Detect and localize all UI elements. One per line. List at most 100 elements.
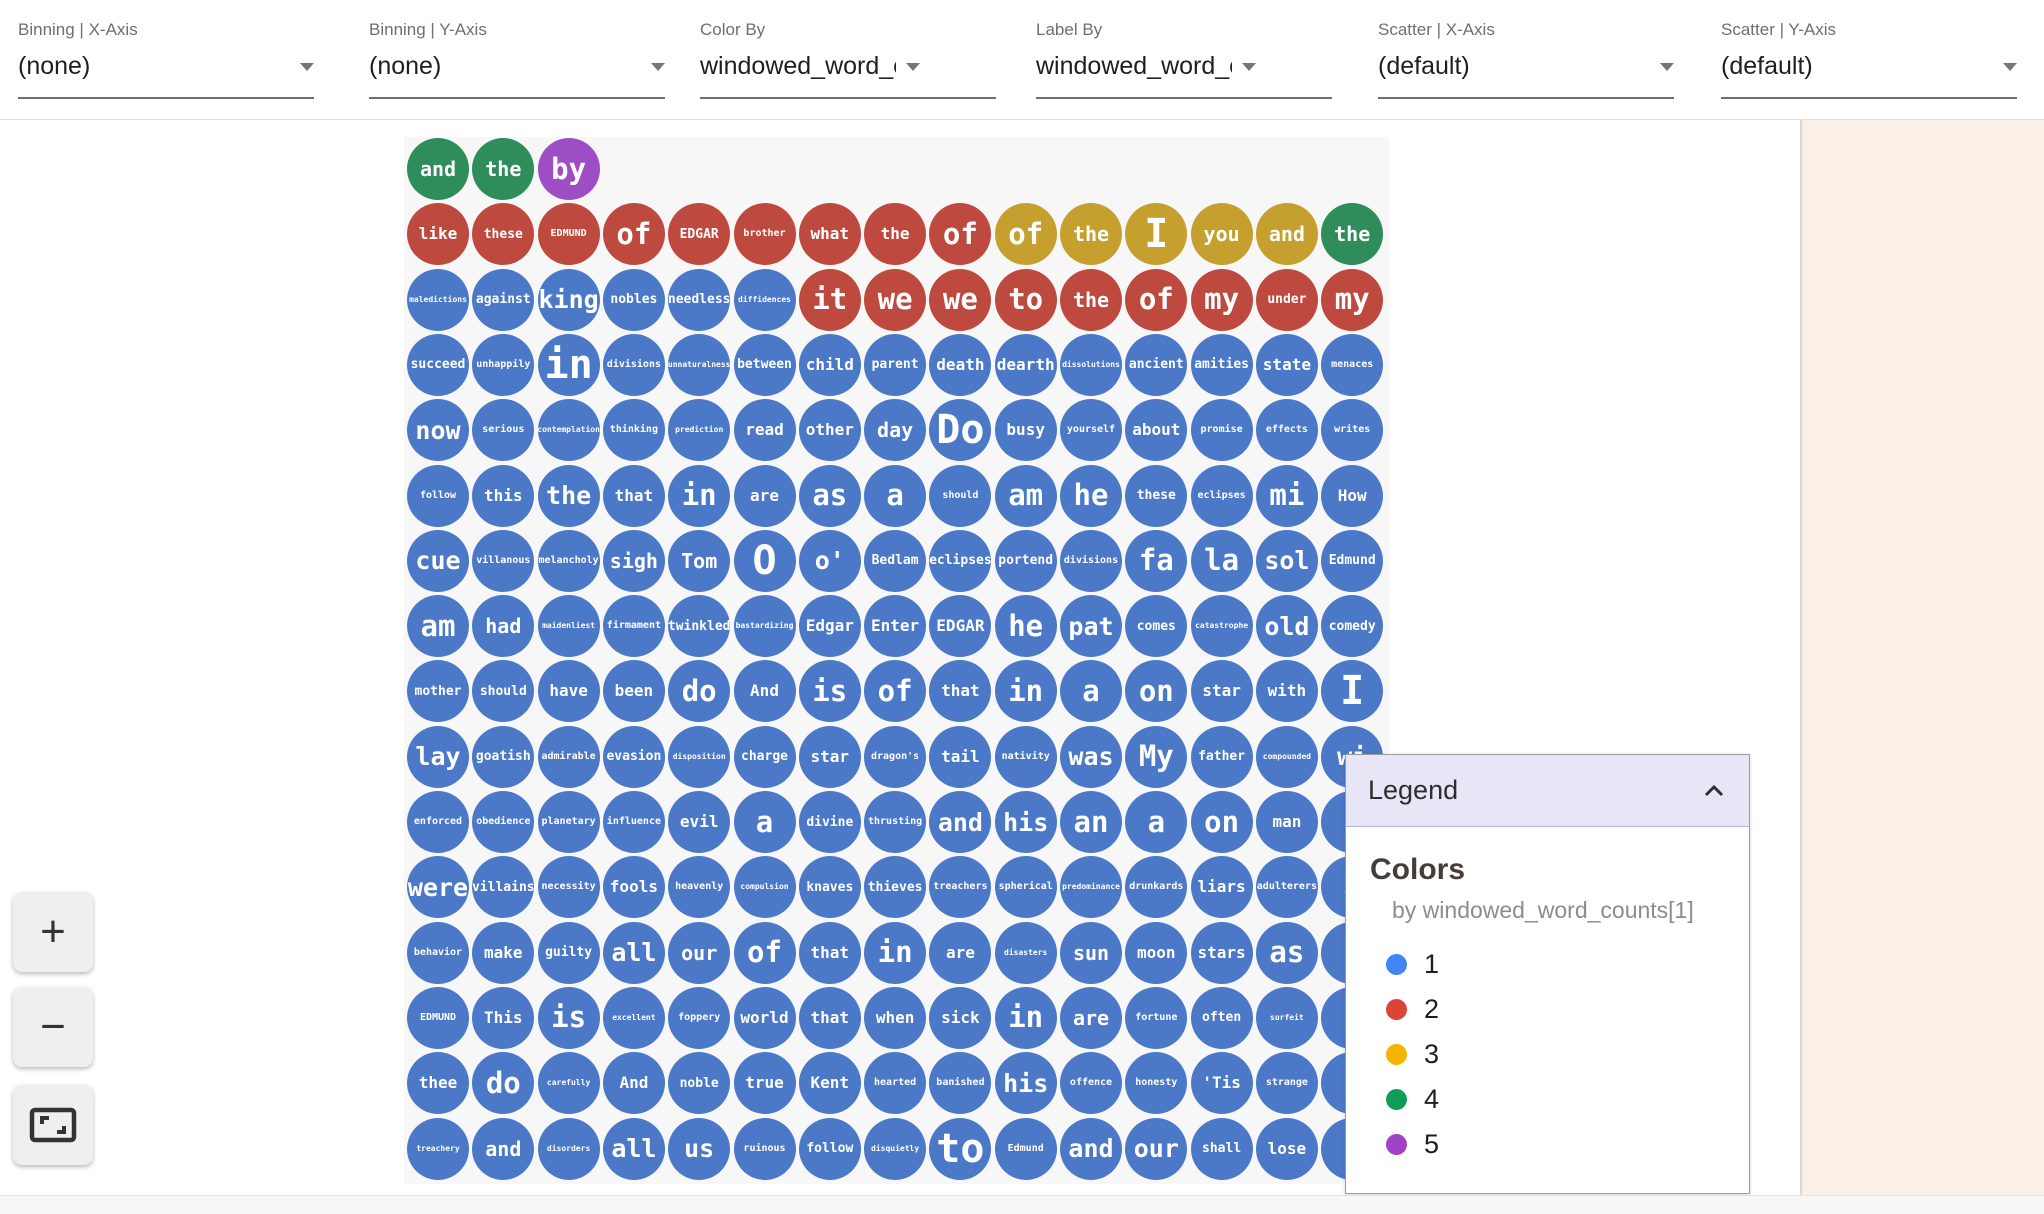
word-bubble[interactable]: ruinous [733,1117,796,1180]
word-bubble[interactable]: EDGAR [929,595,992,658]
word-bubble[interactable]: unhappily [472,333,535,396]
dropdown-scatter-y-axis[interactable]: Scatter | Y-Axis (default) [1721,0,2017,119]
word-bubble[interactable]: serious [472,399,535,462]
word-bubble[interactable]: adulterers [1255,856,1318,919]
word-bubble[interactable]: on [1190,791,1253,853]
word-bubble[interactable]: father [1190,725,1253,788]
word-bubble[interactable]: now [407,399,469,462]
word-bubble[interactable]: my [1321,268,1384,331]
word-bubble[interactable]: been [602,660,665,723]
word-bubble[interactable]: surfeit [1255,986,1318,1049]
word-bubble[interactable]: pat [1060,595,1122,658]
word-bubble[interactable]: and [929,791,992,853]
word-bubble[interactable]: thrusting [864,791,927,853]
word-bubble[interactable]: of [1125,268,1188,331]
word-bubble[interactable]: And [602,1052,665,1115]
word-bubble[interactable]: in [994,986,1057,1049]
word-bubble[interactable]: compulsion [733,856,796,919]
word-bubble[interactable]: true [733,1052,796,1115]
word-bubble[interactable]: promise [1190,399,1253,462]
word-bubble[interactable]: that [602,464,665,527]
word-bubble[interactable]: evil [668,791,731,853]
word-bubble[interactable]: are [733,464,796,527]
word-bubble[interactable]: star [1190,660,1253,723]
word-bubble[interactable]: and [472,1117,535,1180]
word-bubble[interactable]: state [1255,333,1318,396]
word-bubble[interactable]: treachers [929,856,992,919]
word-bubble[interactable]: our [1125,1117,1188,1180]
word-bubble[interactable]: that [929,660,992,723]
word-bubble[interactable]: and [407,138,469,200]
word-bubble[interactable]: all [602,1117,665,1180]
word-bubble[interactable]: maledictions [407,268,469,331]
word-bubble[interactable]: is [537,986,600,1049]
word-bubble[interactable]: menaces [1321,333,1384,396]
word-bubble[interactable]: heavenly [668,856,731,919]
word-bubble[interactable]: do [668,660,731,723]
word-bubble[interactable]: lay [407,725,469,788]
word-bubble[interactable]: diffidences [733,268,796,331]
word-bubble[interactable]: foppery [668,986,731,1049]
word-bubble[interactable]: man [1255,791,1318,853]
dropdown-binning-y-axis[interactable]: Binning | Y-Axis (none) [369,0,665,119]
word-bubble[interactable]: are [929,921,992,984]
word-bubble[interactable]: we [864,268,927,331]
word-bubble[interactable]: evasion [602,725,665,788]
word-bubble[interactable]: firmament [602,595,665,658]
word-bubble[interactable]: thieves [864,856,927,919]
word-bubble[interactable]: drunkards [1125,856,1188,919]
word-bubble[interactable]: a [1125,791,1188,853]
word-bubble[interactable]: were [407,856,469,919]
word-bubble[interactable]: these [472,203,535,266]
word-bubble[interactable]: his [994,791,1057,853]
word-bubble[interactable]: of [864,660,927,723]
word-bubble[interactable]: villanous [472,529,535,592]
zoom-out-button[interactable]: − [13,987,93,1067]
word-bubble[interactable]: nobles [602,268,665,331]
word-bubble[interactable]: on [1125,660,1188,723]
word-bubble[interactable]: king [537,268,600,331]
word-bubble[interactable]: sun [1060,921,1122,984]
word-bubble[interactable]: treachery [407,1117,469,1180]
word-bubble[interactable]: maidenliest [537,595,600,658]
word-bubble[interactable]: of [733,921,796,984]
word-bubble[interactable]: should [472,660,535,723]
word-bubble[interactable]: catastrophe [1190,595,1253,658]
chevron-down-icon[interactable] [906,62,920,71]
word-bubble[interactable]: all [602,921,665,984]
dropdown-label-by[interactable]: Label By windowed_word_c [1036,0,1332,119]
word-bubble[interactable]: comedy [1321,595,1384,658]
word-bubble[interactable]: old [1255,595,1318,658]
chevron-down-icon[interactable] [651,62,665,71]
word-bubble[interactable]: Edmund [1321,529,1384,592]
word-bubble[interactable]: in [537,333,600,396]
word-bubble[interactable]: with [1255,660,1318,723]
word-bubble[interactable]: he [994,595,1057,658]
word-bubble[interactable]: Do [929,399,992,462]
word-bubble[interactable]: a [1060,660,1122,723]
word-bubble[interactable]: my [1190,268,1253,331]
word-bubble[interactable]: How [1321,464,1384,527]
word-bubble[interactable]: portend [994,529,1057,592]
word-bubble[interactable]: he [1060,464,1122,527]
word-bubble[interactable]: parent [864,333,927,396]
word-bubble[interactable]: that [798,921,861,984]
word-bubble[interactable]: against [472,268,535,331]
word-bubble[interactable]: excellent [602,986,665,1049]
word-bubble[interactable]: goatish [472,725,535,788]
word-bubble[interactable]: death [929,333,992,396]
fit-to-screen-button[interactable] [13,1085,93,1165]
word-bubble[interactable]: melancholy [537,529,600,592]
word-bubble[interactable]: Enter [864,595,927,658]
zoom-in-button[interactable]: + [13,892,93,972]
word-bubble[interactable]: stars [1190,921,1253,984]
word-bubble[interactable]: sigh [602,529,665,592]
word-bubble[interactable]: and [1060,1117,1122,1180]
chevron-down-icon[interactable] [1242,62,1256,71]
word-bubble[interactable]: honesty [1125,1052,1188,1115]
word-bubble[interactable]: lose [1255,1117,1318,1180]
word-bubble[interactable]: mother [407,660,469,723]
word-bubble[interactable]: effects [1255,399,1318,462]
word-bubble[interactable]: succeed [407,333,469,396]
dropdown-color-by[interactable]: Color By windowed_word_c [700,0,996,119]
